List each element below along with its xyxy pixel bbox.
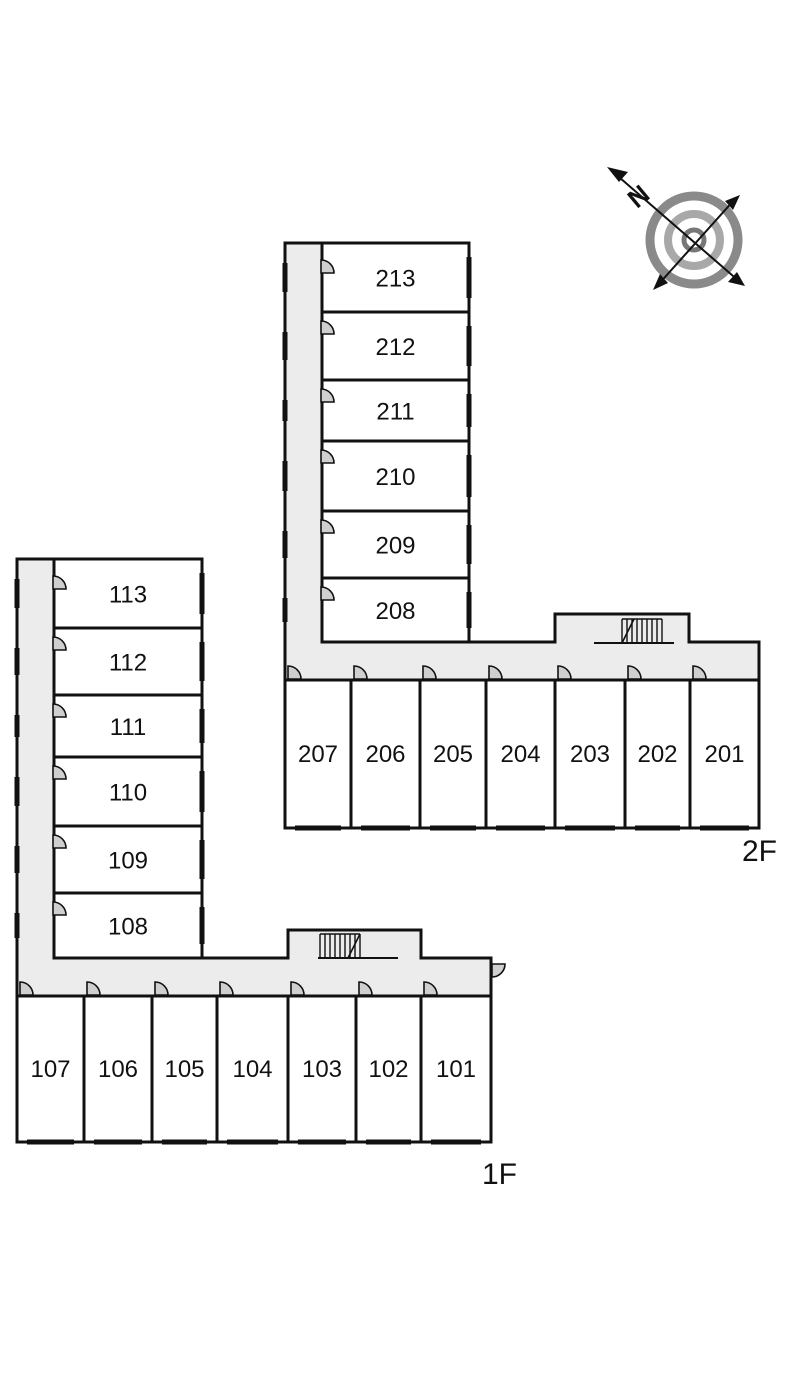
door-icon bbox=[287, 665, 302, 680]
door-icon bbox=[422, 665, 437, 680]
room-number: 204 bbox=[500, 741, 540, 768]
room-number: 206 bbox=[365, 741, 405, 768]
bottom-rooms: 107 106 105 104 103 102 101 bbox=[15, 981, 493, 1145]
room-number: 205 bbox=[433, 741, 473, 768]
room bbox=[215, 994, 290, 1144]
door-icon bbox=[219, 981, 234, 996]
room bbox=[320, 310, 471, 382]
room bbox=[52, 824, 204, 895]
room-number: 108 bbox=[108, 914, 148, 941]
door-icon bbox=[320, 388, 335, 403]
room-number: 107 bbox=[30, 1056, 70, 1083]
door-icon bbox=[358, 981, 373, 996]
door-icon bbox=[52, 703, 67, 718]
room bbox=[419, 994, 493, 1144]
room-number: 102 bbox=[368, 1056, 408, 1083]
room bbox=[82, 994, 154, 1144]
door-icon bbox=[353, 665, 368, 680]
room-number: 110 bbox=[109, 780, 147, 807]
floor-1f-label: 1F bbox=[482, 1158, 517, 1191]
room-number: 106 bbox=[98, 1056, 138, 1083]
stairs-icon bbox=[621, 618, 663, 644]
room-number: 113 bbox=[109, 582, 147, 609]
room bbox=[52, 755, 204, 828]
side-rooms: 213 212 211 210 209 208 bbox=[282, 241, 472, 644]
door-icon bbox=[52, 834, 67, 849]
room-number: 109 bbox=[108, 848, 148, 875]
room bbox=[320, 509, 471, 580]
room bbox=[623, 678, 692, 830]
floor-1f-plan: 113 112 111 110 109 108 107 106 105 104 103 102 101 bbox=[14, 557, 506, 1145]
door-icon bbox=[52, 765, 67, 780]
room-number: 201 bbox=[704, 741, 744, 768]
room bbox=[15, 994, 86, 1144]
room-number: 105 bbox=[164, 1056, 204, 1083]
door-icon bbox=[19, 981, 34, 996]
room bbox=[52, 626, 204, 697]
room-number: 207 bbox=[298, 741, 338, 768]
room bbox=[320, 576, 471, 644]
room-number: 211 bbox=[376, 399, 414, 426]
room bbox=[553, 678, 627, 830]
room-number: 208 bbox=[375, 598, 415, 625]
floor-2f-label: 2F bbox=[742, 835, 777, 868]
room-number: 213 bbox=[375, 266, 415, 293]
room-number: 104 bbox=[232, 1056, 272, 1083]
room-number: 112 bbox=[109, 650, 147, 677]
room-number: 101 bbox=[436, 1056, 476, 1083]
door-icon bbox=[52, 575, 67, 590]
room-number: 210 bbox=[375, 464, 415, 491]
door-icon bbox=[52, 901, 67, 916]
door-icon bbox=[488, 665, 503, 680]
room-number: 202 bbox=[637, 741, 677, 768]
door-icon bbox=[557, 665, 572, 680]
room-number: 212 bbox=[375, 334, 415, 361]
room bbox=[320, 439, 471, 513]
room-number: 203 bbox=[570, 741, 610, 768]
door-icon bbox=[52, 636, 67, 651]
compass-icon: N bbox=[607, 167, 745, 290]
room-number: 103 bbox=[302, 1056, 342, 1083]
bottom-rooms: 207 206 205 204 203 202 201 bbox=[283, 665, 761, 831]
door-icon bbox=[320, 449, 335, 464]
door-icon bbox=[154, 981, 169, 996]
room bbox=[320, 378, 471, 443]
door-icon bbox=[491, 963, 506, 978]
door-icon bbox=[290, 981, 305, 996]
floor-2f-plan: 213 212 211 210 209 208 207 206 205 204 203 202 201 bbox=[282, 241, 761, 831]
door-icon bbox=[627, 665, 642, 680]
room-number: 209 bbox=[375, 533, 415, 560]
door-icon bbox=[320, 519, 335, 534]
room bbox=[349, 678, 422, 830]
stairs-icon bbox=[319, 933, 361, 959]
door-icon bbox=[86, 981, 101, 996]
door-icon bbox=[320, 259, 335, 274]
door-icon bbox=[423, 981, 438, 996]
door-icon bbox=[692, 665, 707, 680]
room-number: 111 bbox=[110, 714, 146, 741]
door-icon bbox=[320, 320, 335, 335]
side-rooms: 113 112 111 110 109 108 bbox=[14, 557, 205, 960]
door-icon bbox=[320, 586, 335, 601]
